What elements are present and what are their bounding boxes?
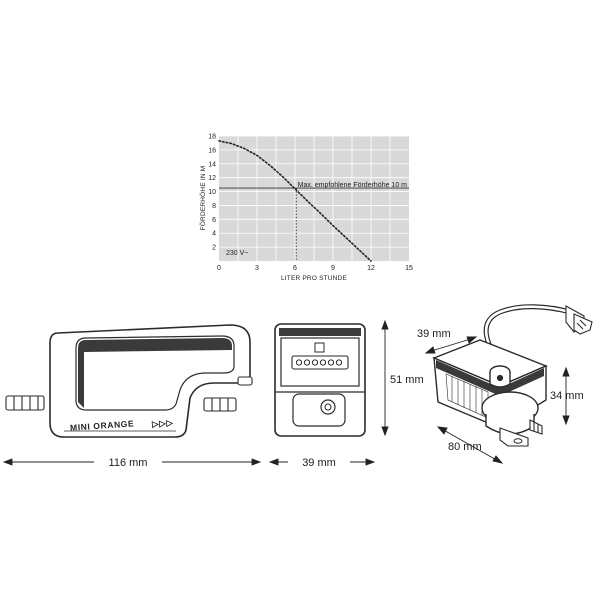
chart-y-tick-label: 4 — [212, 231, 216, 238]
end-view-top-shade — [279, 328, 361, 336]
pump-window-shadow — [78, 338, 232, 408]
brand-label: MINI ORANGE — [70, 418, 135, 432]
inlet-nozzle — [5, 395, 45, 411]
chart-x-tick-label: 6 — [293, 265, 297, 272]
iso-connector-plug — [565, 305, 593, 335]
dimension-depth-side-label: 39 mm — [302, 457, 336, 469]
dimension-height-iso-label: 34 mm — [550, 390, 584, 402]
chart-y-tick-label: 16 — [208, 147, 216, 154]
chart-y-tick-labels: 2 4 6 8 10 12 14 16 18 — [208, 134, 216, 252]
pump-end-view — [274, 323, 366, 437]
chart-voltage-annotation: 230 V~ — [226, 250, 248, 257]
chart-grid — [219, 135, 409, 261]
chart-x-tick-label: 0 — [217, 265, 221, 272]
iso-lid-lip — [436, 360, 500, 396]
chart-x-tick-labels: 0 3 6 9 12 15 — [217, 265, 413, 272]
chart-y-tick-label: 12 — [208, 175, 216, 182]
chart-y-tick-label: 18 — [208, 134, 216, 141]
pump-side-view — [5, 324, 253, 438]
chart-reference-line-label: Max. empfohlene Förderhöhe 10 m — [298, 182, 408, 189]
chart-y-tick-label: 2 — [212, 245, 216, 252]
end-view-outlet-frame — [292, 393, 346, 427]
dimension-height-iso — [562, 366, 570, 426]
chart-y-axis-title: FÖRDERHÖHE IN M — [199, 166, 207, 231]
chart-y-tick-label: 10 — [208, 189, 216, 196]
outlet-nozzle — [203, 397, 237, 412]
dimension-height-side-label: 51 mm — [390, 374, 424, 386]
chart-x-tick-label: 9 — [331, 265, 335, 272]
dimension-width-iso — [436, 426, 504, 464]
cable-stub — [237, 376, 253, 386]
dimension-depth-iso — [424, 336, 478, 354]
chart-x-axis-title: LITER PRO STUNDE — [281, 275, 348, 282]
pump-isometric-view — [432, 304, 593, 447]
dimension-height-side — [381, 319, 389, 437]
chart-y-tick-label: 6 — [212, 217, 216, 224]
chart-x-tick-label: 3 — [255, 265, 259, 272]
chart-series — [218, 140, 372, 262]
end-view-connector-square — [314, 342, 325, 353]
chart-x-tick-label: 15 — [405, 265, 413, 272]
pump-curve-chart: 0 3 6 9 12 15 2 4 6 8 10 12 14 16 18 LITER PRO STUNDE… — [199, 134, 413, 283]
pump-window — [75, 335, 235, 411]
brand-arrows-icon: ▷▷▷ — [151, 417, 175, 429]
dimension-length-label: 116 mm — [109, 457, 148, 469]
iso-outlet-nozzle — [529, 419, 543, 435]
chart-y-tick-label: 14 — [208, 161, 216, 168]
chart-x-tick-label: 12 — [367, 265, 375, 272]
chart-y-tick-label: 8 — [212, 203, 216, 210]
dimension-depth-iso-label: 39 mm — [417, 328, 451, 340]
dimension-width-iso-label: 80 mm — [448, 441, 482, 453]
chart-series-line — [218, 140, 372, 262]
